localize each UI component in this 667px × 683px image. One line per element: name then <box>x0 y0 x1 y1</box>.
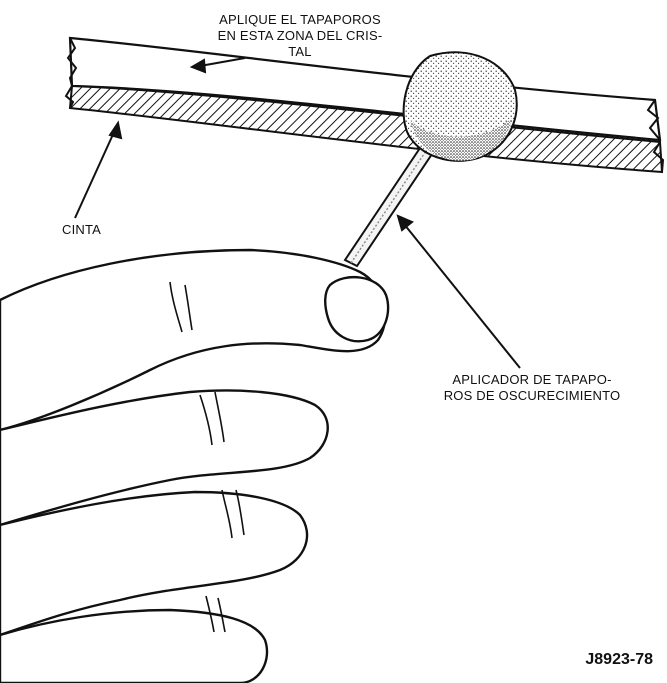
arrow-tape <box>75 123 121 218</box>
arrow-applicator <box>398 216 520 368</box>
applicator-foam-head <box>404 52 517 161</box>
label-glass-line-2: EN ESTA ZONA DEL CRIS- <box>205 28 395 44</box>
label-applicator-line-1: APLICADOR DE TAPAPO- <box>418 372 646 388</box>
label-applicator-line-2: ROS DE OSCURECIMIENTO <box>418 388 646 404</box>
applicator-stick <box>345 148 432 266</box>
figure-id: J8923-78 <box>585 651 653 669</box>
label-blackout-primer-applicator: APLICADOR DE TAPAPO- ROS DE OSCURECIMIEN… <box>418 372 646 404</box>
label-glass-line-1: APLIQUE EL TAPAPOROS <box>205 12 395 28</box>
label-tape: CINTA <box>62 222 101 238</box>
label-apply-primer-glass-zone: APLIQUE EL TAPAPOROS EN ESTA ZONA DEL CR… <box>205 12 395 60</box>
label-glass-line-3: TAL <box>205 44 395 60</box>
hand <box>0 250 388 683</box>
